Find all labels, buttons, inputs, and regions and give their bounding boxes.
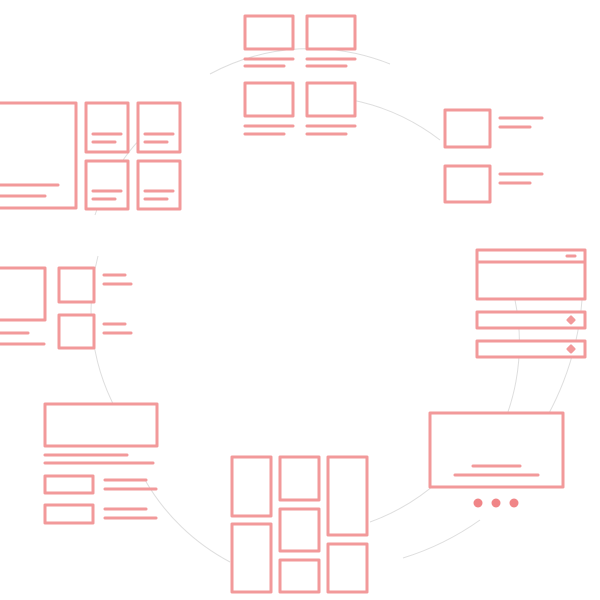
media-list-icon xyxy=(443,108,544,204)
carousel-icon xyxy=(428,411,565,489)
carousel-dot-1 xyxy=(473,498,483,508)
grid-cards-icon xyxy=(243,14,357,136)
orbit-ring-bottom-left xyxy=(144,479,231,563)
accordion-diamond-2 xyxy=(566,344,576,354)
orbit-ring-left xyxy=(90,255,123,421)
carousel-dot-2 xyxy=(491,498,501,508)
orbit-ring-bottom-right-outer xyxy=(402,519,481,559)
orbit-ring-top xyxy=(209,48,391,75)
featured-grid-icon xyxy=(0,101,182,211)
hero-list-icon xyxy=(43,402,159,525)
carousel-dot-3 xyxy=(509,498,519,508)
media-list-left-icon xyxy=(0,266,133,350)
masonry-icon xyxy=(230,455,369,594)
accordion-icon xyxy=(475,248,587,359)
carousel-dots xyxy=(473,498,519,508)
accordion-diamond-1 xyxy=(566,315,576,325)
